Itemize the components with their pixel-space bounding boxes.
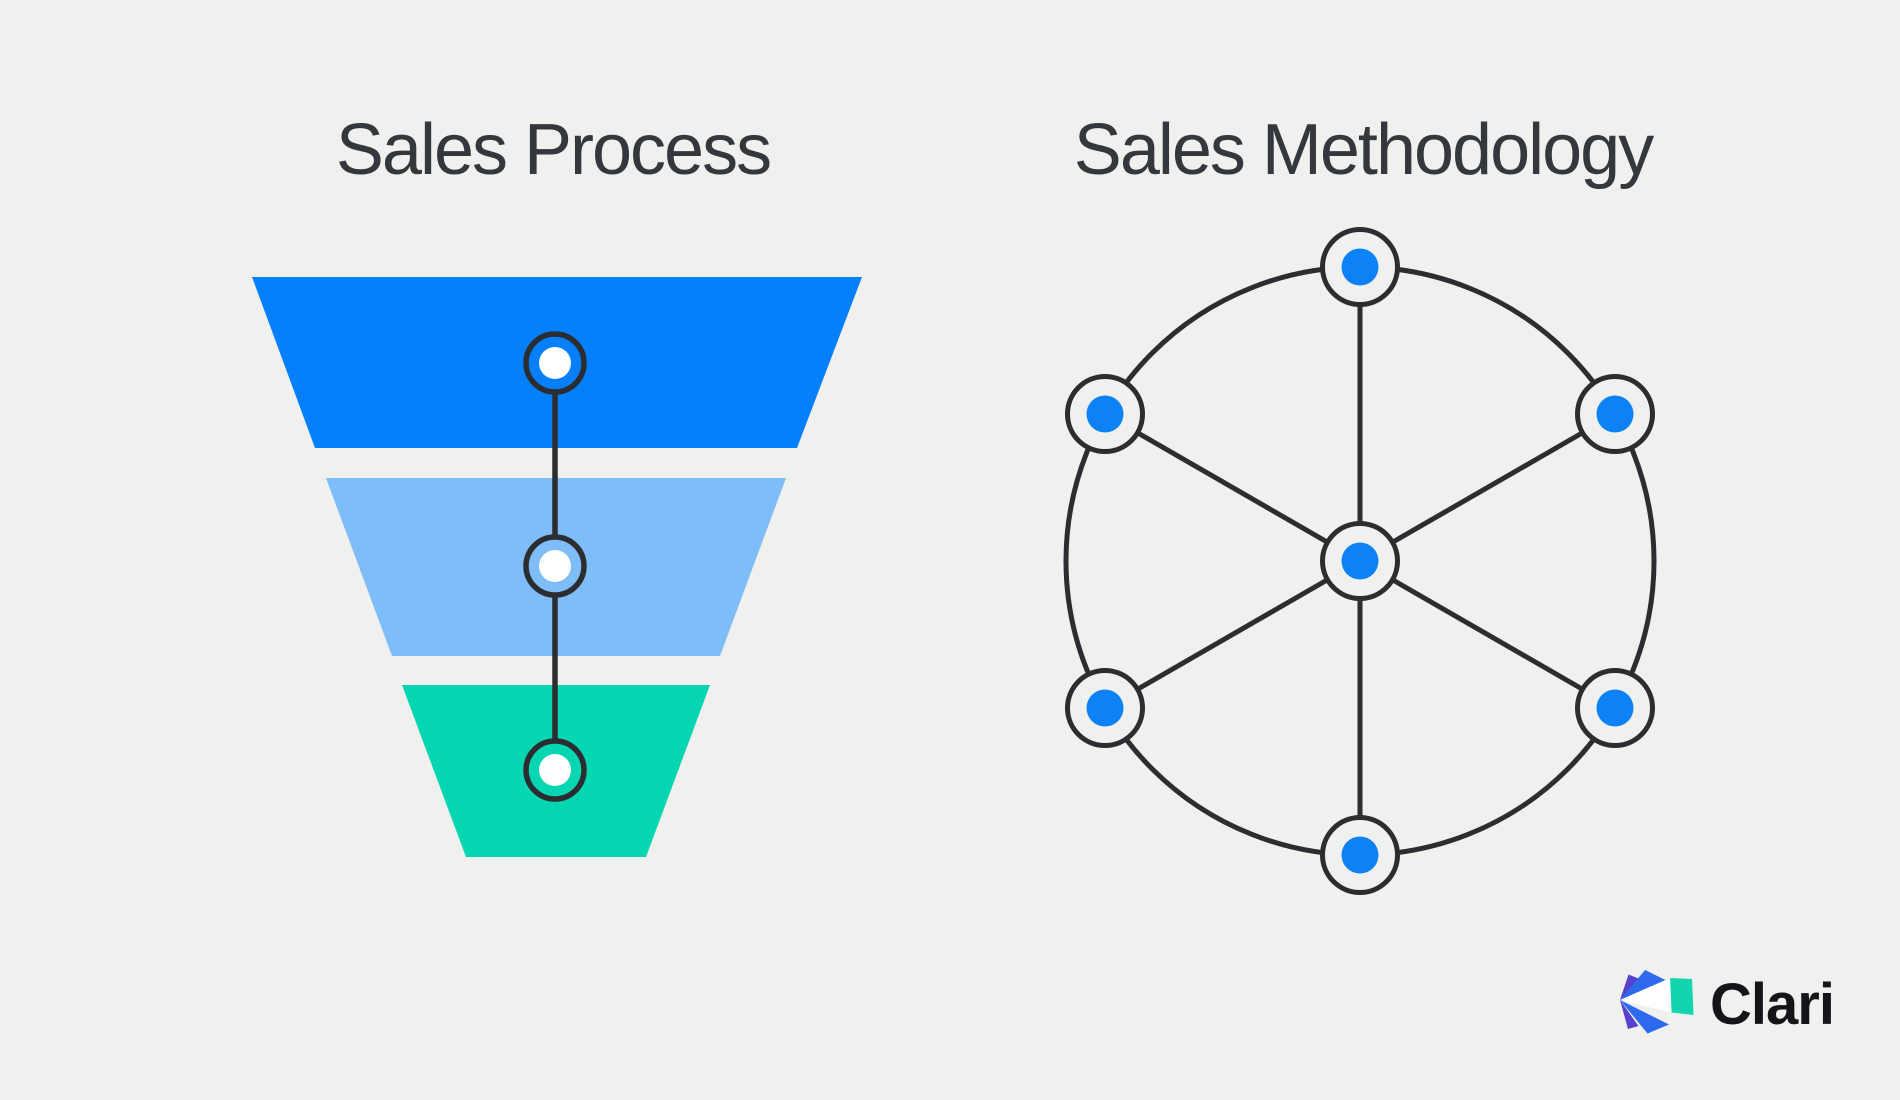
wheel-node-dot bbox=[1341, 836, 1379, 874]
wheel-spoke-lower-right bbox=[1358, 558, 1617, 711]
wheel-node-dot bbox=[1086, 395, 1124, 433]
wheel-node-lower-left bbox=[1065, 668, 1145, 748]
wheel-node-top bbox=[1320, 227, 1400, 307]
wheel-spoke-lower-left bbox=[1103, 558, 1362, 711]
funnel-node-top bbox=[523, 331, 587, 395]
funnel-node-ring bbox=[523, 331, 587, 395]
wheel-node-dot bbox=[1596, 689, 1634, 727]
wheel-node-upper-right bbox=[1575, 374, 1655, 454]
sales-methodology-wheel bbox=[1063, 227, 1657, 895]
wheel-node-upper-left bbox=[1065, 374, 1145, 454]
wheel-node-dot bbox=[1086, 689, 1124, 727]
wheel-node-dot bbox=[1341, 542, 1379, 580]
logo-wedge-blue-bottom bbox=[1620, 1000, 1669, 1034]
funnel-node-dot bbox=[539, 550, 571, 582]
wheel-node-dot bbox=[1596, 395, 1634, 433]
wheel-node-bottom bbox=[1320, 815, 1400, 895]
funnel-node-dot bbox=[539, 347, 571, 379]
logo-wedge-blue-top bbox=[1620, 970, 1669, 1000]
funnel-node-ring bbox=[523, 738, 587, 802]
wheel-spoke-upper-right bbox=[1358, 411, 1617, 564]
funnel-node-dot bbox=[539, 754, 571, 786]
sales-process-funnel bbox=[252, 277, 862, 857]
funnel-node-middle bbox=[523, 534, 587, 598]
wheel-node-lower-right bbox=[1575, 668, 1655, 748]
sales-methodology-title: Sales Methodology bbox=[1073, 110, 1654, 190]
sales-process-title: Sales Process bbox=[335, 110, 772, 190]
clari-logo-mark-icon bbox=[1620, 970, 1694, 1034]
logo-wedge-white bbox=[1620, 978, 1672, 1013]
funnel-node-bottom bbox=[523, 738, 587, 802]
clari-logo: Clari bbox=[1616, 966, 1846, 1038]
funnel-node-ring bbox=[523, 534, 587, 598]
logo-wedge-purple-bottom bbox=[1620, 1000, 1639, 1029]
logo-wedge-purple-top bbox=[1620, 974, 1641, 1000]
wheel-spoke-upper-left bbox=[1103, 411, 1362, 564]
clari-logo-wordmark: Clari bbox=[1710, 972, 1835, 1037]
logo-wedge-teal bbox=[1670, 978, 1694, 1015]
wheel-node-dot bbox=[1341, 248, 1379, 286]
wheel-node-center bbox=[1320, 521, 1400, 601]
